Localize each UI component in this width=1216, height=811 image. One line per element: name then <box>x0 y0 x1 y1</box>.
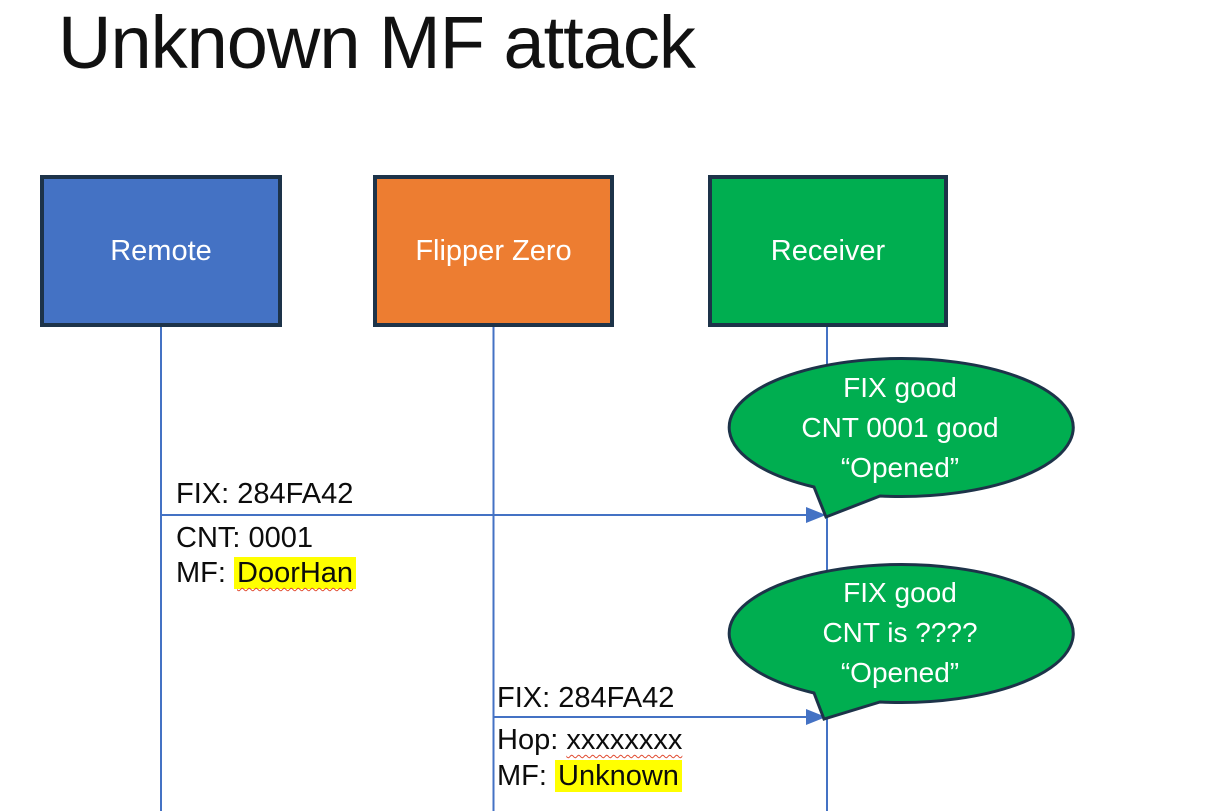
callout-2-text: FIX good CNT is ???? “Opened” <box>730 573 1070 693</box>
message-2-hop-value: xxxxxxxx <box>566 724 683 756</box>
actor-label-receiver: Receiver <box>770 234 886 267</box>
actor-label-remote: Remote <box>110 234 212 267</box>
callout-1-text: FIX good CNT 0001 good “Opened” <box>730 368 1070 488</box>
callout-1-line-1: FIX good <box>843 372 957 403</box>
actor-box-receiver: Receiver <box>708 175 948 327</box>
callout-2-line-2: CNT is ???? <box>822 617 978 648</box>
callout-2-line-3: “Opened” <box>840 657 960 688</box>
message-1-cnt-label: CNT: 0001 <box>176 522 314 554</box>
message-2-mf-label: MF: Unknown <box>497 759 682 793</box>
message-1-arrowhead-icon <box>806 507 826 523</box>
actor-box-remote: Remote <box>40 175 282 327</box>
callout-bubble-1 <box>727 357 1075 519</box>
actor-box-flipper-zero: Flipper Zero <box>373 175 614 327</box>
callout-1-line-3: “Opened” <box>840 452 960 483</box>
message-2-mf-prefix: MF: <box>497 760 555 792</box>
callout-2-line-1: FIX good <box>843 577 957 608</box>
page-title: Unknown MF attack <box>58 1 696 84</box>
message-2-hop-label: Hop: xxxxxxxx <box>497 723 682 757</box>
message-2-fix-label: FIX: 284FA42 <box>497 682 675 714</box>
callout-bubble-2 <box>727 563 1075 721</box>
message-1-mf-prefix: MF: <box>176 557 234 589</box>
message-2-mf-value-highlighted: Unknown <box>555 760 682 792</box>
message-1-mf-label: MF: DoorHan <box>176 556 357 590</box>
callout-1-line-2: CNT 0001 good <box>801 412 999 443</box>
message-1-fix-label: FIX: 284FA42 <box>176 478 354 510</box>
message-2-arrowhead-icon <box>806 709 826 725</box>
message-1-mf-value-highlighted: DoorHan <box>234 557 357 589</box>
actor-label-flipper-zero: Flipper Zero <box>415 234 572 267</box>
message-2-hop-prefix: Hop: <box>497 724 567 756</box>
